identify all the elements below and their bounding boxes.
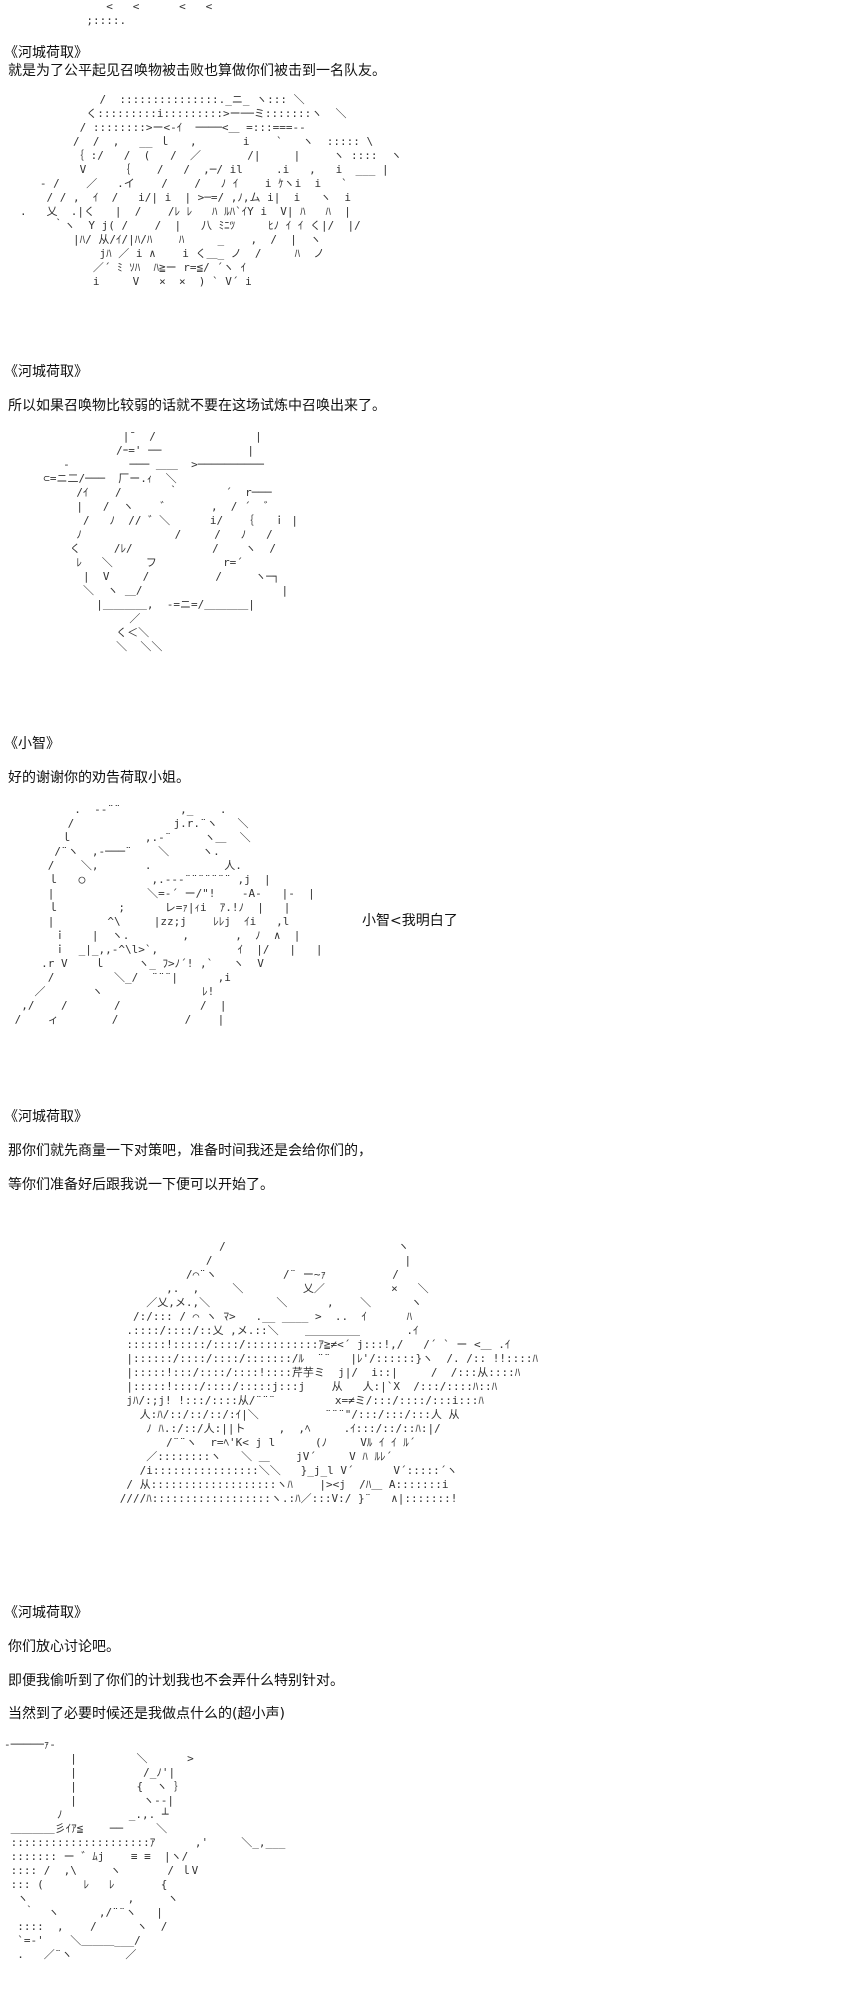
dialogue-line: 所以如果召唤物比较弱的话就不要在这场试炼中召唤出来了。 <box>8 398 386 414</box>
ascii-art-nitori: -─────ｧ- | ＼ > | /_ﾉ'| | { ヽ ｝ | ヽ-‐| ﾉ … <box>4 1738 286 1961</box>
ascii-art-top-fragment: < < < < ;::::. <box>86 0 213 27</box>
ascii-art-satoshi: . -‐¨¨ ,_ . / j.r.¨ヽ ＼ ｌ ,.-¨ ヽ＿ ＼ /¨ヽ ,… <box>14 803 323 1026</box>
ascii-art-nitori: / :::::::::::::::._ニ_ ヽ::: ＼ く:::::::::i… <box>20 93 402 288</box>
speaker-name: 《河城荷取》 <box>4 45 88 61</box>
dialogue-line: 好的谢谢你的劝告荷取小姐。 <box>8 770 190 786</box>
dialogue-line: 即便我偷听到了你们的计划我也不会弄什么特别针对。 <box>8 1673 344 1689</box>
speaker-name: 《河城荷取》 <box>4 364 88 380</box>
speaker-name: 《小智》 <box>4 736 60 752</box>
ascii-art-nitori: |¯ / | /ｰ=' ── | - ─── ＿＿ >────────── ⊂=… <box>43 430 299 653</box>
aside-remark: 小智<我明白了 <box>362 913 458 929</box>
ascii-art-nitori: / ヽ / | /⌒¨ヽ /¨ ー~ｧ / ,. , ＼ 乂／ × ＼ ／乂,メ… <box>119 1240 538 1505</box>
speaker-name: 《河城荷取》 <box>4 1605 88 1621</box>
dialogue-line: 等你们准备好后跟我说一下便可以开始了。 <box>8 1177 274 1193</box>
dialogue-line: 那你们就先商量一下对策吧，准备时间我还是会给你们的， <box>8 1143 372 1159</box>
speaker-name: 《河城荷取》 <box>4 1109 88 1125</box>
dialogue-line: 就是为了公平起见召唤物被击败也算做你们被击到一名队友。 <box>8 63 386 79</box>
dialogue-line: 当然到了必要时候还是我做点什么的(超小声) <box>8 1706 285 1722</box>
dialogue-line: 你们放心讨论吧。 <box>8 1639 120 1655</box>
